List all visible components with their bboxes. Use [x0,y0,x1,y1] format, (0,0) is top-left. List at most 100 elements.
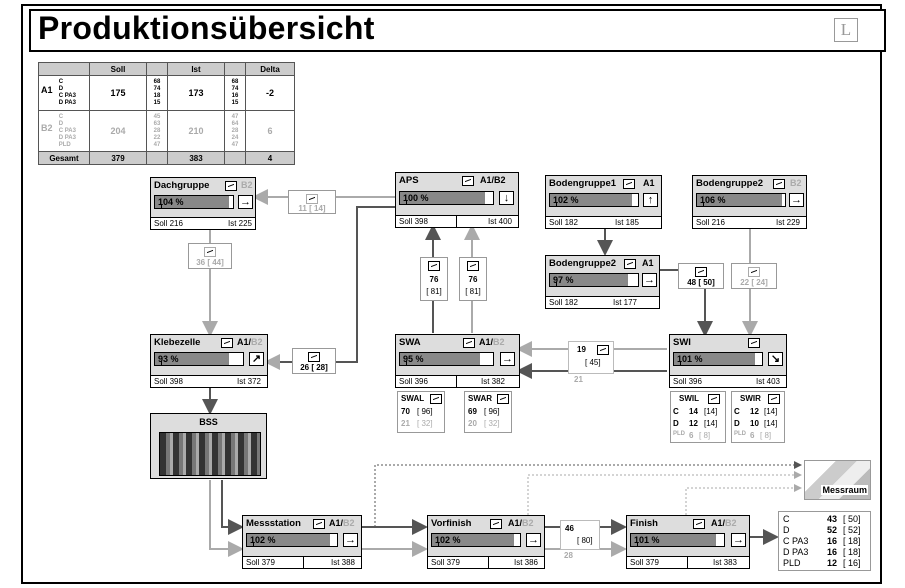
flow-target: [ 80] [577,536,593,545]
progress-bar: 102 % [549,193,639,207]
chart-icon[interactable] [430,394,442,404]
progress-label: 102 % [250,535,276,545]
card-row-value: 12 [689,419,698,428]
flow-actual: 48 [687,278,696,287]
flow-label-swa-aps-2[interactable]: 76 [ 81] [459,257,487,301]
chart-icon[interactable] [308,352,320,362]
flow-actual: 22 [740,278,749,287]
ist-value: Ist 177 [613,298,637,307]
progress-bar: 102 % [246,533,338,547]
node-name: Messstation [246,518,301,529]
chart-icon[interactable] [623,179,635,189]
node-name: Finish [630,518,658,529]
card-actual-b2: 21 [401,419,410,428]
node-name: SWI [673,337,691,348]
node-name: Dachgruppe [154,180,209,191]
soll-value: Soll 379 [246,558,275,567]
output-target: [ 18] [843,547,861,557]
output-target: [ 18] [843,536,861,546]
output-row: D PA316[ 18] [783,547,867,558]
flow-label-bg2top-swi[interactable]: 22 [ 24] [731,263,777,289]
output-row: D52[ 52] [783,525,867,536]
node-tag: A1/B2 [711,518,737,528]
chart-icon[interactable] [490,519,502,529]
ist-value: Ist 388 [331,558,355,567]
trend-arrow-icon: ↑ [643,193,658,207]
node-footer: Soll 379 Ist 388 [243,556,361,568]
chart-icon[interactable] [462,176,474,186]
footer-divider [303,557,304,568]
progress-bar: 101 % [673,352,763,366]
card-row-target: [14] [764,407,777,416]
flow-label-bg2-swi[interactable]: 48 [ 50] [678,263,724,289]
progress-bar: 102 % [431,533,521,547]
card-row-target: [ 8] [699,431,710,440]
chart-icon[interactable] [467,261,479,271]
chart-icon[interactable] [313,519,325,529]
flow-label-swi-swa[interactable]: 19 [ 45] [568,341,614,374]
bss-photo [159,432,261,476]
output-target: [ 50] [843,514,861,524]
node-messraum[interactable]: Messraum [804,460,871,500]
chart-icon[interactable] [463,338,475,348]
chart-icon[interactable] [773,179,785,189]
node-tag: A1 [642,258,654,268]
chart-icon[interactable] [221,338,233,348]
flow-actual: 19 [577,345,586,354]
flow-label-swa-kleb[interactable]: 26 [ 28] [292,348,336,374]
card-swir[interactable]: SWIR C 12 [14] D 10 [14] PLD 6 [ 8] [731,391,785,443]
card-row-target: [14] [764,419,777,428]
card-target-b2: [ 32] [417,419,433,428]
chart-icon[interactable] [708,394,720,404]
flow-secondary: 21 [574,375,583,384]
node-name: Bodengruppe2 [696,178,763,189]
card-swil[interactable]: SWIL C 14 [14] D 12 [14] PLD 6 [ 8] [670,391,726,443]
chart-icon[interactable] [695,267,707,277]
output-label: PLD [783,558,801,568]
chart-icon[interactable] [624,259,636,269]
node-name: Vorfinish [431,518,471,529]
flow-label-dach-kleb[interactable]: 36 [ 44] [188,243,232,269]
chart-icon[interactable] [597,345,609,355]
chart-icon[interactable] [497,394,509,404]
flow-target: [ 50] [698,278,714,287]
card-row-target: [ 8] [760,431,771,440]
card-row-value: 6 [750,431,754,440]
chart-icon[interactable] [748,267,760,277]
output-label: D [783,525,790,535]
chart-icon[interactable] [428,261,440,271]
chart-icon[interactable] [204,247,216,257]
chart-icon[interactable] [306,194,318,204]
card-swal[interactable]: SWAL 70 [ 96] 21 [ 32] [397,391,445,433]
flow-label-swa-aps-1[interactable]: 76 [ 81] [420,257,448,301]
chart-icon[interactable] [748,338,760,348]
footer-divider [456,216,457,227]
progress-bar: 106 % [696,193,786,207]
card-row-label: C [734,407,740,416]
flow-label-vor-finish[interactable]: 46 [ 80] [560,520,600,550]
chart-icon[interactable] [768,394,780,404]
node-footer: Soll 182Ist 177 [546,296,659,308]
chart-icon[interactable] [693,519,705,529]
soll-value: Soll 182 [549,218,578,227]
progress-label: 106 % [700,195,726,205]
card-swar[interactable]: SWAR 69 [ 96] 20 [ 32] [464,391,512,433]
node-bss[interactable]: BSS [150,413,267,479]
output-label: C PA3 [783,536,808,546]
output-value: 16 [827,547,837,557]
flow-label-aps-dach[interactable]: 11 [ 14] [288,190,336,214]
chart-icon[interactable] [225,181,237,191]
